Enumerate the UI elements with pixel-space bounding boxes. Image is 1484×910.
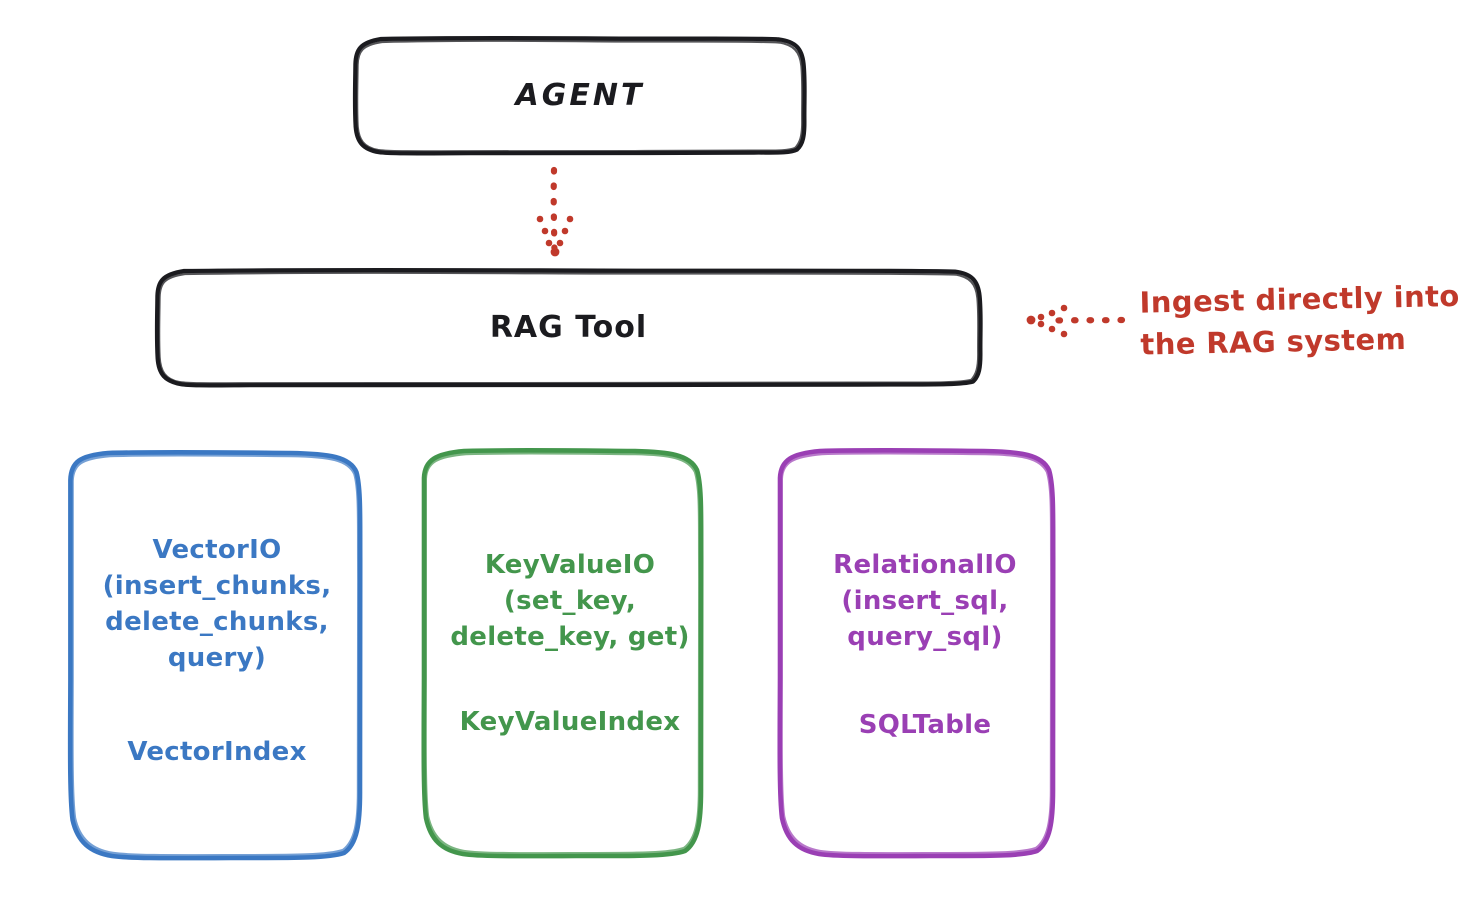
relationalio-card[interactable] <box>777 447 1056 859</box>
keyvalueio-card[interactable] <box>421 447 704 859</box>
connector-annotation-to-ragtool <box>1026 304 1126 338</box>
agent-box[interactable] <box>352 35 807 156</box>
rag-tool-box[interactable] <box>154 267 983 388</box>
connector-agent-to-ragtool <box>536 166 574 257</box>
vectorio-card[interactable] <box>67 449 363 861</box>
